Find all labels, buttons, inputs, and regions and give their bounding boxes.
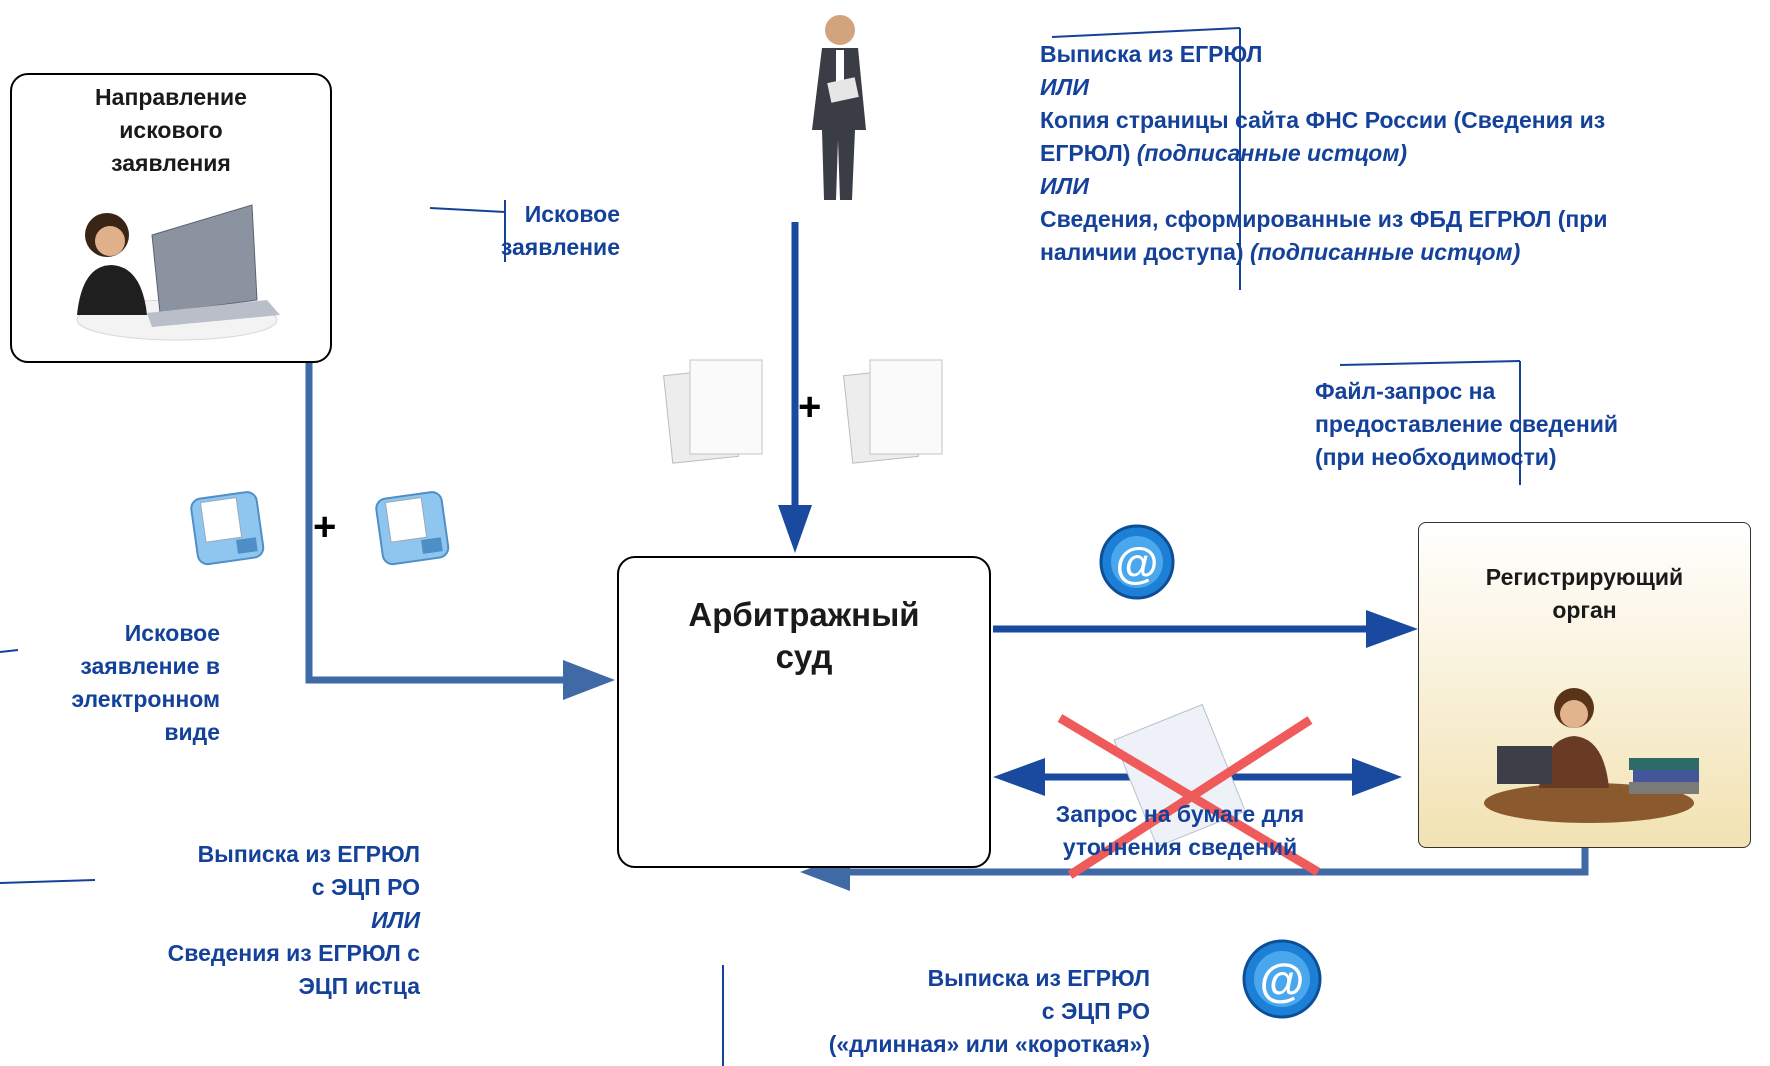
- paper-docs-or1: ИЛИ: [1040, 74, 1089, 100]
- electronic-docs-line2: с ЭЦП РО: [311, 874, 420, 900]
- paper-docs-line3b: наличии доступа): [1040, 239, 1244, 265]
- file-request-line3: (при необходимости): [1315, 444, 1557, 470]
- operator-woman-figure: [76, 204, 280, 341]
- paper-document-icon: [663, 359, 763, 464]
- applicant-box-title: Направление искового заявления: [95, 84, 247, 176]
- floppy-disk-icon: [375, 491, 450, 566]
- electronic-docs-text: Выписка из ЕГРЮЛ с ЭЦП РО ИЛИ Сведения и…: [60, 838, 420, 1003]
- registry-box-title: Регистрирующий орган: [1485, 564, 1684, 623]
- electronic-claim-line3: электронном: [71, 686, 220, 712]
- file-request-text: Файл-запрос на предоставление сведений (…: [1315, 375, 1735, 474]
- reply-docs-line2: с ЭЦП РО: [1041, 998, 1150, 1024]
- file-request-line1: Файл-запрос на: [1315, 378, 1496, 404]
- businessman-figure: [812, 15, 866, 200]
- person-to-court-arrow: [778, 222, 812, 553]
- email-icon: @: [1099, 524, 1175, 600]
- electronic-claim-line1: Исковое: [124, 620, 220, 646]
- electronic-docs-line1: Выписка из ЕГРЮЛ: [197, 841, 420, 867]
- annotation-brackets: [0, 27, 1521, 1066]
- paper-docs-line2b: ЕГРЮЛ): [1040, 140, 1131, 166]
- court-to-registry-arrow: [993, 610, 1418, 648]
- paper-request-text: Запрос на бумаге для уточнения сведений: [1010, 798, 1350, 864]
- paper-docs-line3c: (подписанные истцом): [1249, 239, 1521, 265]
- paper-docs-line2c: (подписанные истцом): [1136, 140, 1408, 166]
- paper-docs-line1: Выписка из ЕГРЮЛ: [1040, 41, 1263, 67]
- plus-sign: +: [798, 385, 822, 429]
- paper-docs-line2a: Копия страницы сайта ФНС России (Сведени…: [1040, 107, 1606, 133]
- electronic-docs-or: ИЛИ: [371, 907, 420, 933]
- registry-box: Регистрирующий орган: [1418, 522, 1751, 848]
- plus-sign: +: [313, 505, 337, 549]
- electronic-claim-line4: виде: [164, 719, 220, 745]
- paper-request-line2: уточнения сведений: [1062, 834, 1298, 860]
- paper-documents-text: Выписка из ЕГРЮЛ ИЛИ Копия страницы сайт…: [1040, 38, 1770, 269]
- registry-clerk-figure: [1484, 688, 1699, 823]
- electronic-docs-line4: ЭЦП истца: [298, 973, 421, 999]
- svg-text:@: @: [1116, 539, 1159, 588]
- reply-docs-line1: Выписка из ЕГРЮЛ: [927, 965, 1150, 991]
- paper-docs-line3a: Сведения, сформированные из ФБД ЕГРЮЛ (п…: [1040, 206, 1608, 232]
- applicant-to-court-arrow: [305, 360, 615, 700]
- reply-docs-line3: («длинная» или «короткая»): [828, 1031, 1150, 1057]
- reply-docs-text: Выписка из ЕГРЮЛ с ЭЦП РО («длинная» или…: [720, 962, 1150, 1061]
- email-icon: @: [1242, 939, 1322, 1019]
- claim-label: Исковое заявление: [500, 201, 620, 260]
- court-box-title: Арбитражный суд: [688, 596, 920, 675]
- applicant-box: Направление искового заявления: [10, 73, 332, 363]
- court-box: Арбитражный суд: [617, 556, 991, 868]
- file-request-line2: предоставление сведений: [1315, 411, 1619, 437]
- paper-document-icon: [843, 359, 943, 464]
- electronic-claim-line2: заявление в: [80, 653, 220, 679]
- crossed-paper-request-icon: [1057, 703, 1321, 879]
- svg-text:@: @: [1260, 954, 1305, 1006]
- floppy-disk-icon: [190, 491, 265, 566]
- paper-request-line1: Запрос на бумаге для: [1055, 801, 1305, 827]
- paper-docs-or2: ИЛИ: [1040, 173, 1089, 199]
- electronic-docs-line3: Сведения из ЕГРЮЛ с: [167, 940, 420, 966]
- electronic-claim-text: Исковое заявление в электронном виде: [20, 617, 220, 749]
